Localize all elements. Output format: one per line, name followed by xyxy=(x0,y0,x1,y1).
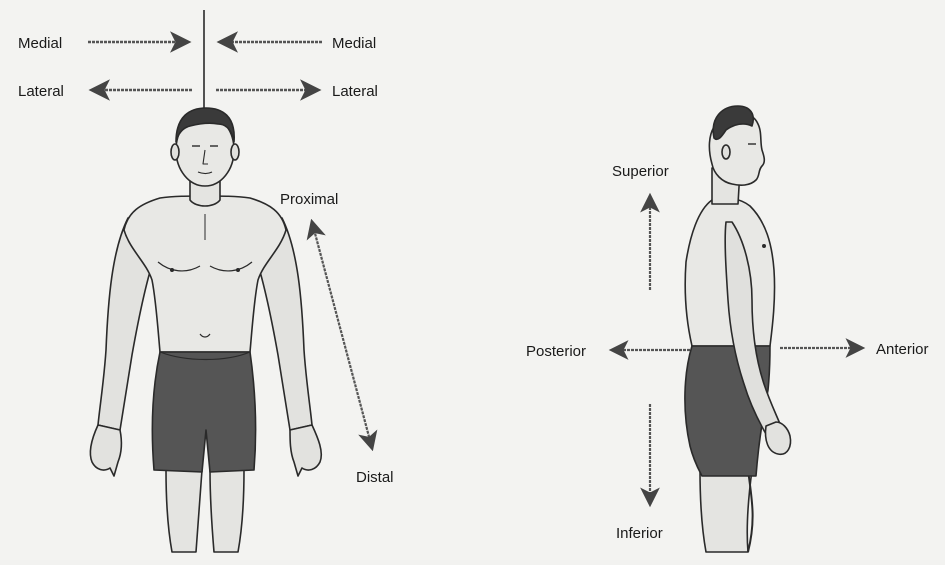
proximal-label: Proximal xyxy=(280,191,338,208)
side-body-figure xyxy=(685,106,791,552)
medial-label-left: Medial xyxy=(18,35,62,52)
inferior-label: Inferior xyxy=(616,525,663,542)
medial-label-right: Medial xyxy=(332,35,376,52)
lateral-label-left: Lateral xyxy=(18,83,64,100)
lateral-label-right: Lateral xyxy=(332,83,378,100)
posterior-label: Posterior xyxy=(526,343,586,360)
front-body-figure xyxy=(90,108,321,552)
distal-label: Distal xyxy=(356,469,394,486)
superior-label: Superior xyxy=(612,163,669,180)
proximal-distal-arrow xyxy=(312,222,372,448)
anterior-label: Anterior xyxy=(876,341,929,358)
